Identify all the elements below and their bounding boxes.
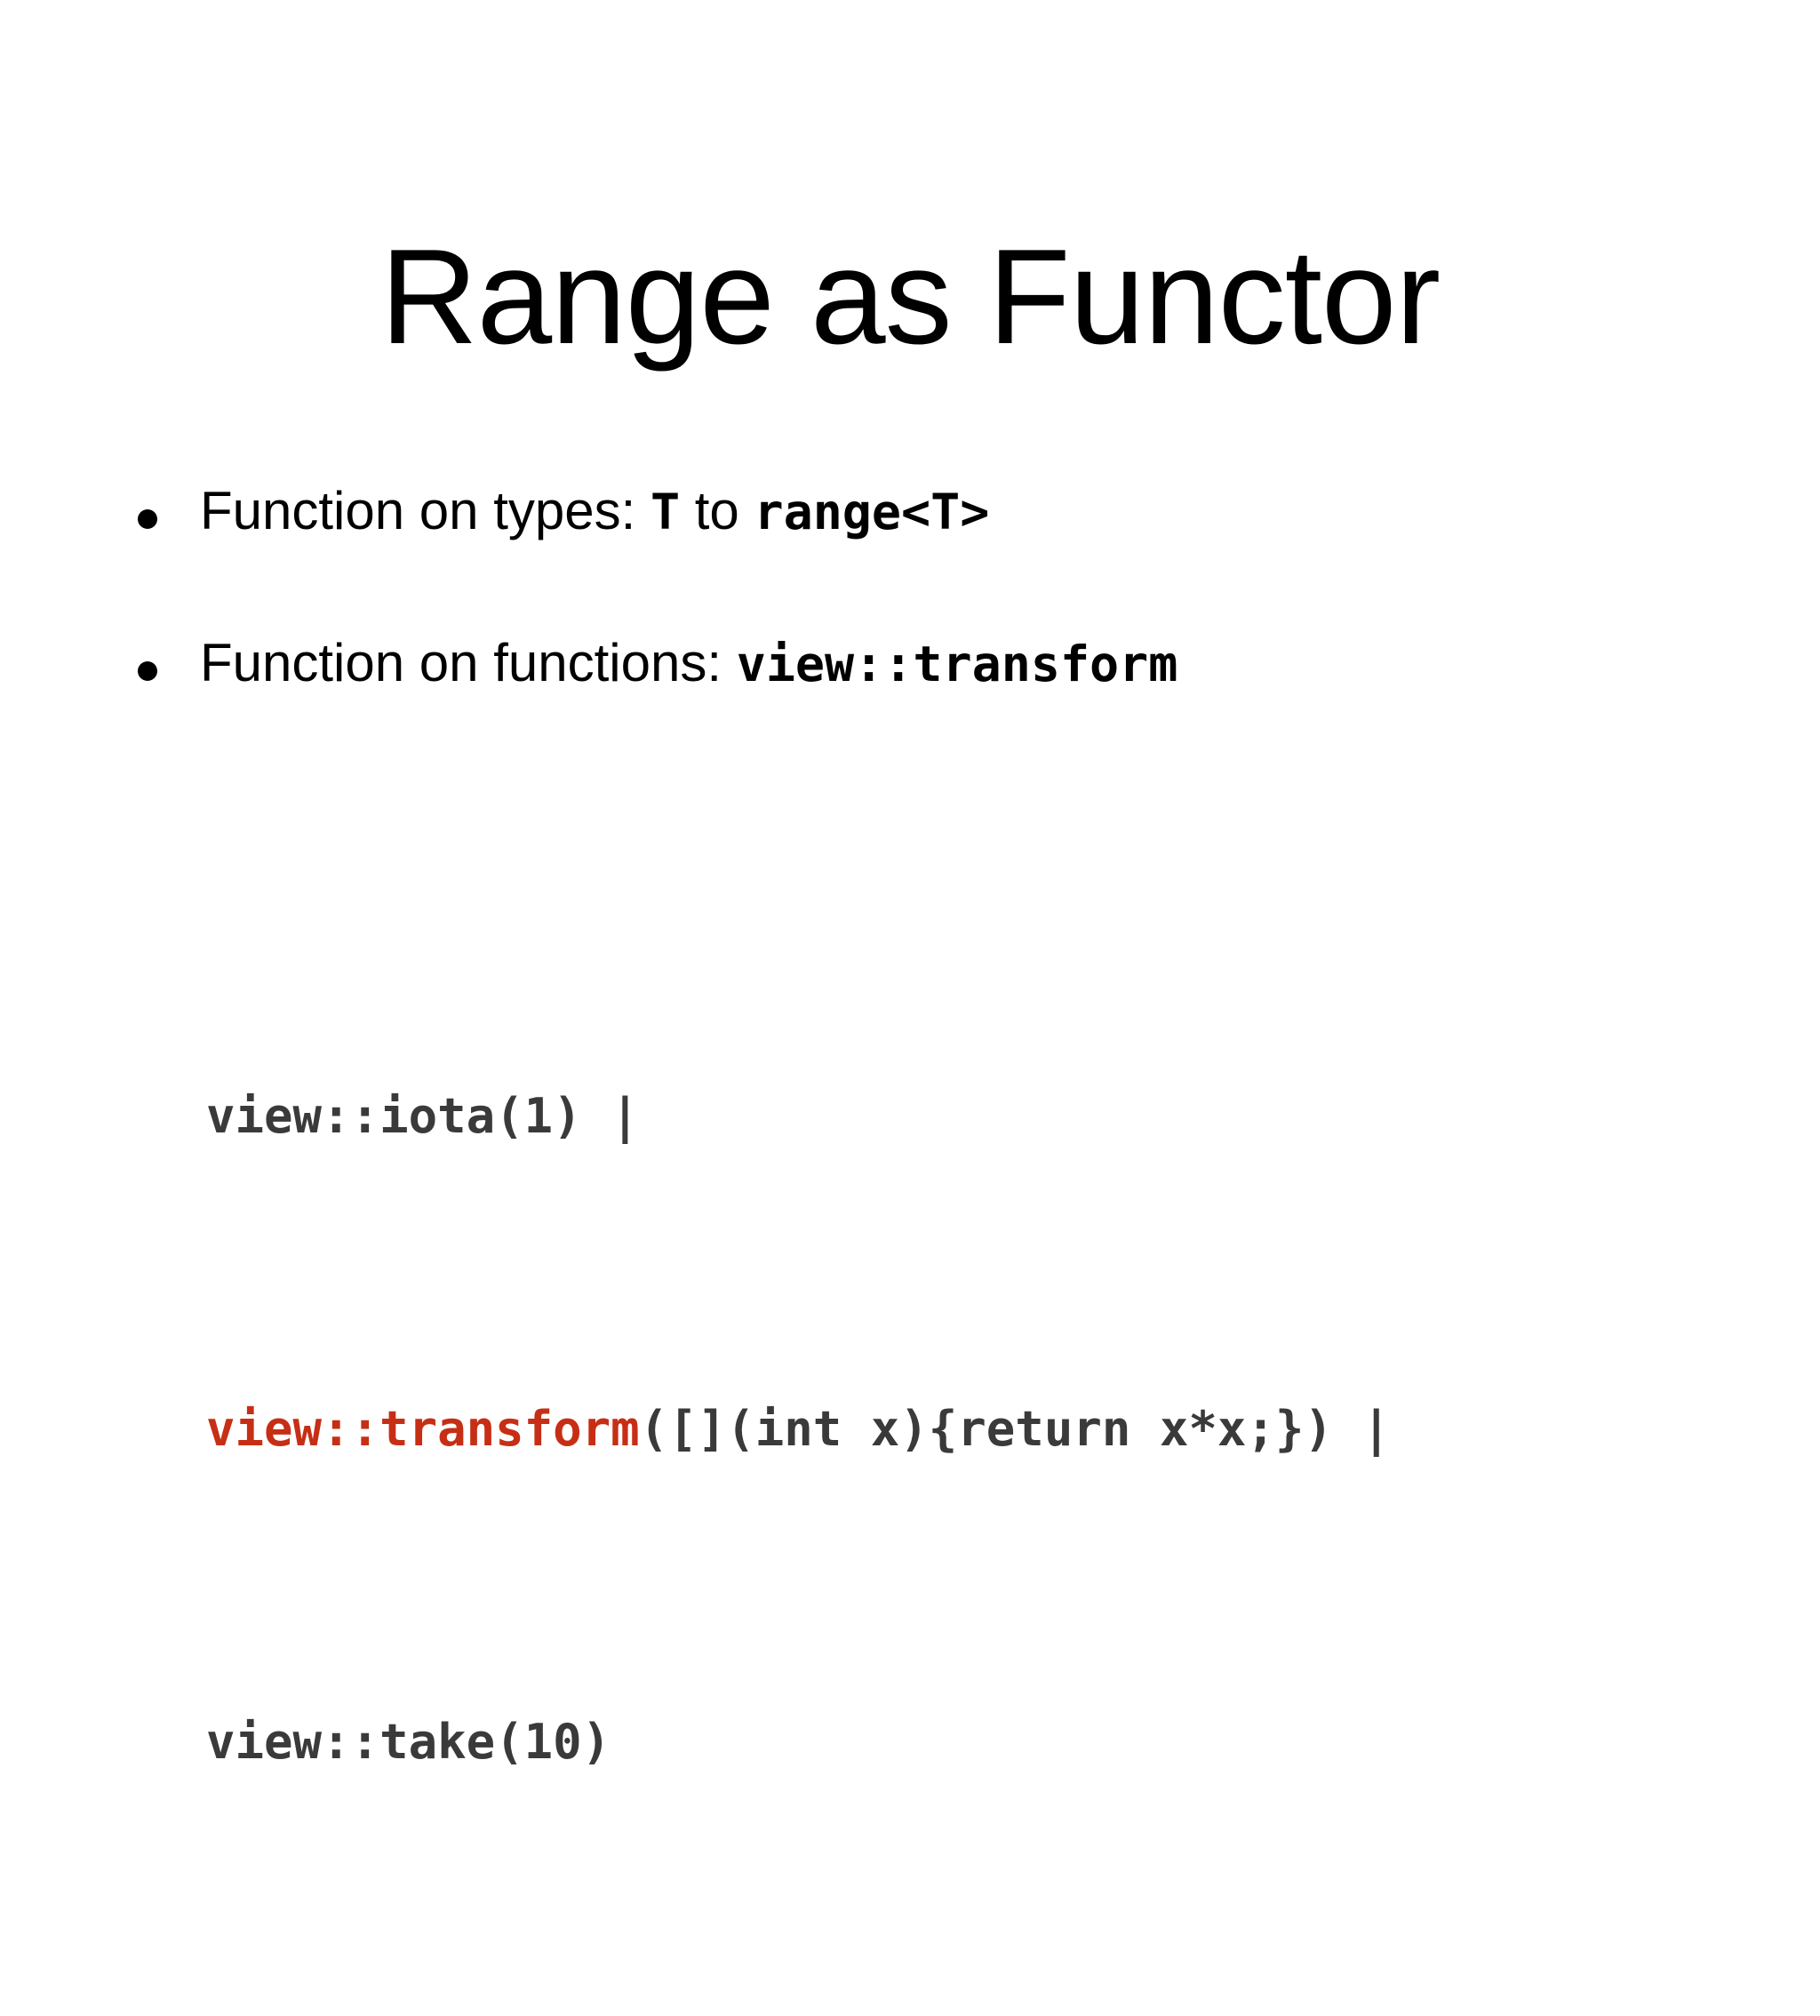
- bullet-text-prefix: Function on functions:: [200, 632, 737, 692]
- page-title: Range as Functor: [379, 220, 1441, 372]
- bullet-list: Function on types: T to range<T> Functio…: [138, 480, 1755, 784]
- code-text-tail: ([](int x){return x*x;}) |: [639, 1401, 1391, 1457]
- bullet-text-prefix: Function on types:: [200, 481, 651, 540]
- code-line: view::iota(1) |: [206, 1077, 1391, 1156]
- bullet-text: Function on functions: view::transform: [200, 632, 1755, 695]
- bullet-dot-icon: [138, 660, 157, 681]
- list-item: Function on functions: view::transform: [138, 632, 1755, 695]
- bullet-code-range: range<T>: [754, 484, 990, 540]
- code-accent-text: view::transform: [206, 1401, 640, 1457]
- bullet-dot-icon: [138, 509, 157, 529]
- bullet-text-middle: to: [680, 481, 754, 540]
- code-text: view::take(10): [206, 1714, 611, 1770]
- bullet-code-transform: view::transform: [736, 635, 1178, 692]
- code-line: view::take(10): [206, 1703, 1391, 1781]
- code-block: view::iota(1) | view::transform([](int x…: [206, 843, 1391, 2016]
- bullet-code-type: T: [650, 484, 681, 540]
- list-item: Function on types: T to range<T>: [138, 480, 1755, 543]
- code-text: view::iota(1) |: [206, 1088, 640, 1144]
- code-line: view::transform([](int x){return x*x;}) …: [206, 1390, 1391, 1468]
- slide-canvas: Range as Functor Function on types: T to…: [138, 220, 1755, 1770]
- bullet-text: Function on types: T to range<T>: [200, 480, 1755, 543]
